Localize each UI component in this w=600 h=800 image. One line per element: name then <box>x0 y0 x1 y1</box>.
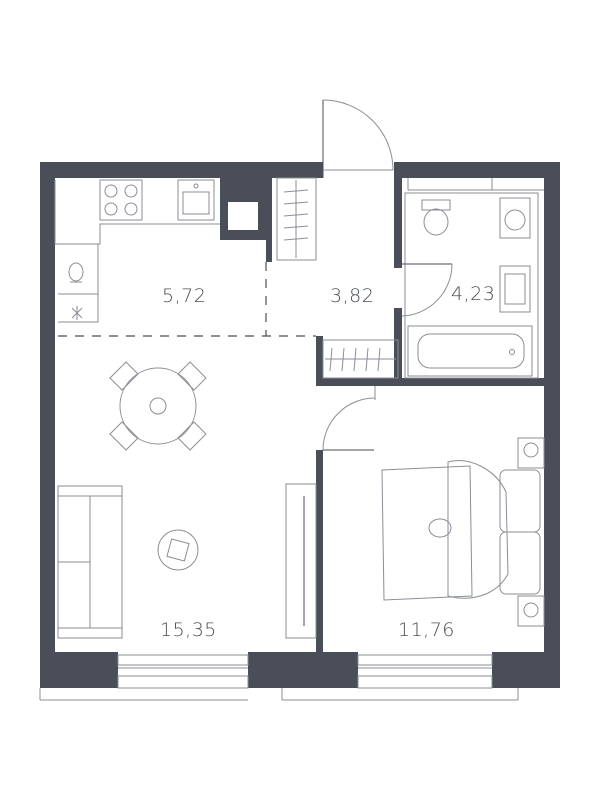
toilet-icon <box>421 199 451 236</box>
tv-stand <box>285 483 317 639</box>
kitchen-counter <box>54 180 220 323</box>
room-area-bedroom: 11,76 <box>398 619 455 641</box>
bath-sink-icon <box>499 265 531 313</box>
entrance-door <box>322 99 394 178</box>
rug-icon <box>157 529 199 571</box>
window-bedroom <box>281 654 519 701</box>
room-area-kitchen: 5,72 <box>162 285 207 307</box>
bedroom-door <box>322 386 376 451</box>
dining-table <box>109 361 207 451</box>
bathtub-icon <box>407 325 533 377</box>
fridge-icon <box>68 262 84 283</box>
corridor-closet <box>322 339 399 379</box>
snowflake-icon <box>71 306 83 320</box>
sofa <box>57 485 123 639</box>
nightstand-bottom <box>517 595 545 627</box>
washing-machine-icon <box>499 197 531 239</box>
bathroom-door <box>401 263 453 317</box>
stove-icon <box>99 179 143 221</box>
room-area-living: 15,35 <box>160 619 217 641</box>
bed <box>381 460 541 601</box>
zone-dividers <box>58 262 316 337</box>
hall-closet <box>276 177 317 261</box>
room-area-hall: 3,82 <box>330 285 375 307</box>
window-top-bath <box>407 178 544 191</box>
interior-walls <box>220 178 544 653</box>
nightstand-top <box>517 437 545 469</box>
exterior-walls <box>40 162 560 688</box>
room-area-bathroom: 4,23 <box>451 283 496 305</box>
sink-icon <box>177 179 215 221</box>
window-living <box>39 654 249 701</box>
